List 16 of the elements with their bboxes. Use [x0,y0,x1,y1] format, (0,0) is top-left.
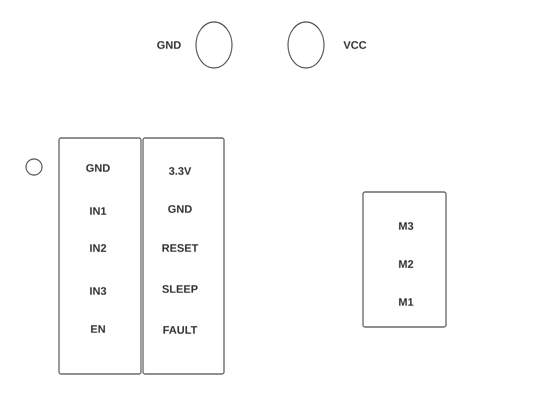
pin-label: M3 [399,222,414,230]
pin-label: M2 [399,260,414,268]
pin-label: EN [91,325,105,333]
pin-label: M1 [399,298,414,306]
pin-label: 3.3V [168,167,192,175]
pin-label: IN3 [90,287,106,295]
terminal-circle [26,158,42,176]
pin-label: RESET [162,244,198,252]
terminal-label: GND [157,41,181,49]
pin-label: IN1 [90,207,106,215]
pin-label: SLEEP [162,285,198,293]
pin-label: FAULT [163,326,198,334]
pin-label: GND [86,164,110,172]
pin-label: GND [168,205,192,213]
pin-label: IN2 [90,244,106,252]
terminal-label: VCC [343,41,366,49]
